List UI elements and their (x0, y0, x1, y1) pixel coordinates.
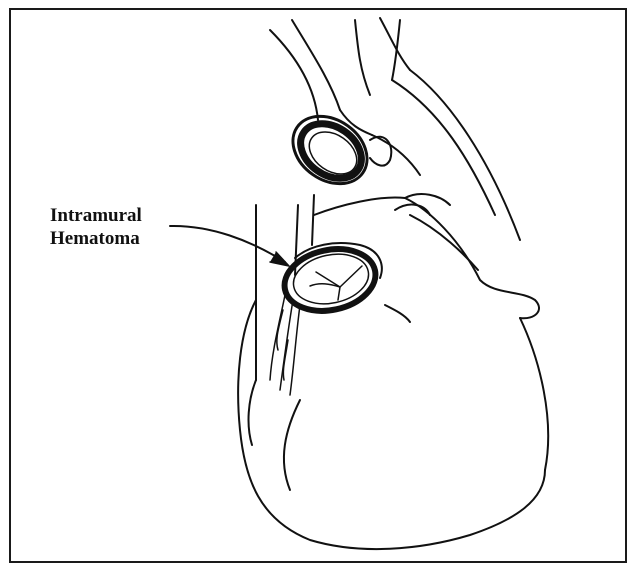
aortic-valve (279, 241, 382, 319)
annotation-arrow (170, 226, 289, 266)
heart-body (238, 300, 545, 549)
pulmonary-valve (280, 102, 420, 197)
atrial-appendage (395, 198, 548, 470)
hematoma-wall (270, 295, 300, 395)
